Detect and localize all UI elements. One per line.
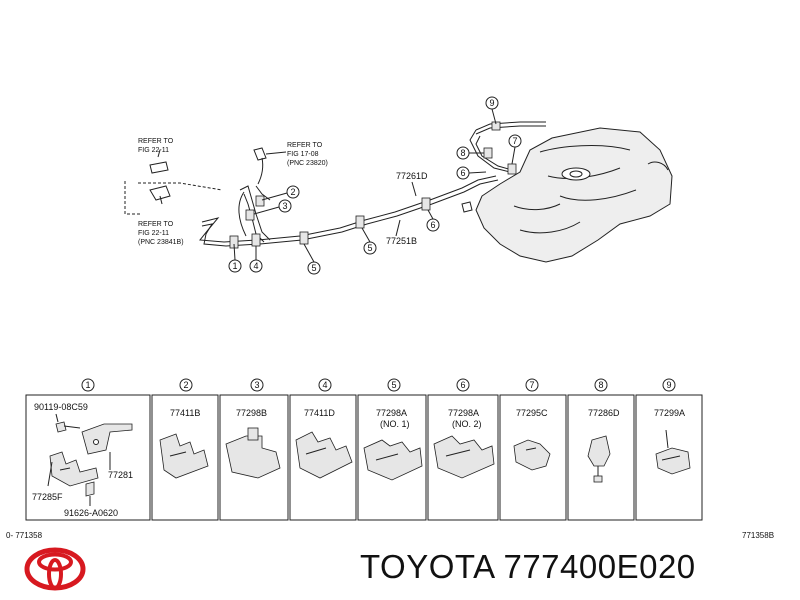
callout-3: 3 — [253, 199, 292, 215]
part-number-91626: 91626-A0620 — [64, 508, 118, 518]
parts-legend: 1 2 3 4 5 6 7 8 9 90119-08C59 77281 7728… — [25, 378, 703, 521]
svg-text:3: 3 — [282, 201, 287, 211]
clamp-part — [295, 431, 353, 479]
clip-part — [655, 429, 691, 475]
svg-text:6: 6 — [460, 380, 465, 390]
legend-number-7: 7 — [525, 378, 539, 392]
toyota-logo — [24, 547, 86, 591]
part-note-no1: (NO. 1) — [380, 419, 410, 429]
callout-5: 5 — [303, 243, 321, 275]
legend-number-2: 2 — [179, 378, 193, 392]
callout-5: 5 — [361, 227, 377, 255]
ref-text: (PNC 23841B) — [138, 239, 184, 246]
part-number-77281: 77281 — [108, 470, 133, 480]
callout-6: 6 — [456, 166, 487, 180]
hose-fitting-part — [253, 147, 287, 185]
svg-text:1: 1 — [85, 380, 90, 390]
callout-6: 6 — [426, 209, 440, 232]
clamp-part — [433, 435, 495, 479]
brand-part-number: TOYOTA 777400E020 — [360, 548, 696, 585]
part-number-77299a: 77299A — [654, 408, 685, 418]
callout-1: 1 — [228, 243, 242, 273]
clamp-part — [159, 433, 209, 479]
part-number-77411b: 77411B — [170, 408, 200, 418]
clamp-part — [363, 439, 423, 481]
svg-text:9: 9 — [489, 98, 494, 108]
legend-number-8: 8 — [594, 378, 608, 392]
svg-text:7: 7 — [512, 136, 517, 146]
svg-text:8: 8 — [460, 148, 465, 158]
bolt-part — [55, 413, 81, 433]
legend-number-5: 5 — [387, 378, 401, 392]
pipe-label-upper: 77261D — [396, 171, 428, 181]
part-number-77285f: 77285F — [32, 492, 63, 502]
ref-text: REFER TO — [287, 142, 323, 149]
ref-text: FIG 22-11 — [138, 230, 169, 237]
reference-note-fig-22-11-upper: REFER TO FIG 22-11 — [138, 138, 174, 154]
hose-connector-part — [149, 149, 169, 174]
fuel-tank — [475, 127, 673, 263]
ref-text: REFER TO — [138, 138, 174, 145]
legend-number-4: 4 — [318, 378, 332, 392]
svg-text:4: 4 — [322, 380, 327, 390]
part-number-77295c: 77295C — [516, 408, 548, 418]
callout-7: 7 — [508, 134, 522, 165]
pipe-label-lower: 77251B — [386, 236, 417, 246]
svg-text:2: 2 — [290, 187, 295, 197]
ref-text: FIG 17-08 — [287, 151, 319, 158]
bracket-part — [81, 423, 133, 470]
reference-note-fig-17-08: REFER TO FIG 17-08 (PNC 23820) — [287, 142, 328, 167]
vent-pipe-assembly — [469, 121, 546, 175]
clamp-part — [225, 427, 281, 479]
part-note-no2: (NO. 2) — [452, 419, 482, 429]
part-number-90119: 90119-08C59 — [34, 402, 88, 412]
svg-text:5: 5 — [391, 380, 396, 390]
legend-number-9: 9 — [662, 378, 676, 392]
clip-part — [85, 481, 95, 506]
ref-text: (PNC 23820) — [287, 160, 328, 167]
legend-number-6: 6 — [456, 378, 470, 392]
svg-text:1: 1 — [232, 261, 237, 271]
part-number-77298b: 77298B — [236, 408, 267, 418]
svg-text:2: 2 — [183, 380, 188, 390]
svg-text:6: 6 — [430, 220, 435, 230]
fuel-pipe-assembly — [199, 175, 499, 249]
dashed-detail-box — [124, 181, 223, 215]
legend-number-1: 1 — [81, 378, 95, 392]
part-number-77298a-no1: 77298A — [376, 408, 407, 418]
clamp-part — [47, 451, 99, 487]
callout-9: 9 — [485, 96, 499, 125]
ref-text: FIG 22-11 — [138, 147, 169, 154]
svg-text:5: 5 — [311, 263, 316, 273]
svg-text:6: 6 — [460, 168, 465, 178]
svg-text:8: 8 — [598, 380, 603, 390]
svg-text:9: 9 — [666, 380, 671, 390]
clip-part — [587, 435, 611, 483]
svg-text:3: 3 — [254, 380, 259, 390]
reference-note-fig-22-11-lower: REFER TO FIG 22-11 (PNC 23841B) — [138, 221, 184, 246]
legend-number-3: 3 — [250, 378, 264, 392]
footer-code-left: 0- 771358 — [6, 531, 43, 540]
callout-8: 8 — [456, 146, 484, 160]
ref-text: REFER TO — [138, 221, 174, 228]
part-number-77286d: 77286D — [588, 408, 620, 418]
footer-code-right: 771358B — [742, 531, 774, 540]
svg-text:4: 4 — [253, 261, 258, 271]
part-number-77298a-no2: 77298A — [448, 408, 479, 418]
svg-text:7: 7 — [529, 380, 534, 390]
callout-2: 2 — [261, 185, 300, 201]
clip-part — [513, 439, 551, 471]
svg-text:5: 5 — [367, 243, 372, 253]
legend-cell-1 — [25, 394, 151, 521]
callout-4: 4 — [249, 246, 263, 273]
part-number-77411d: 77411D — [304, 408, 335, 418]
